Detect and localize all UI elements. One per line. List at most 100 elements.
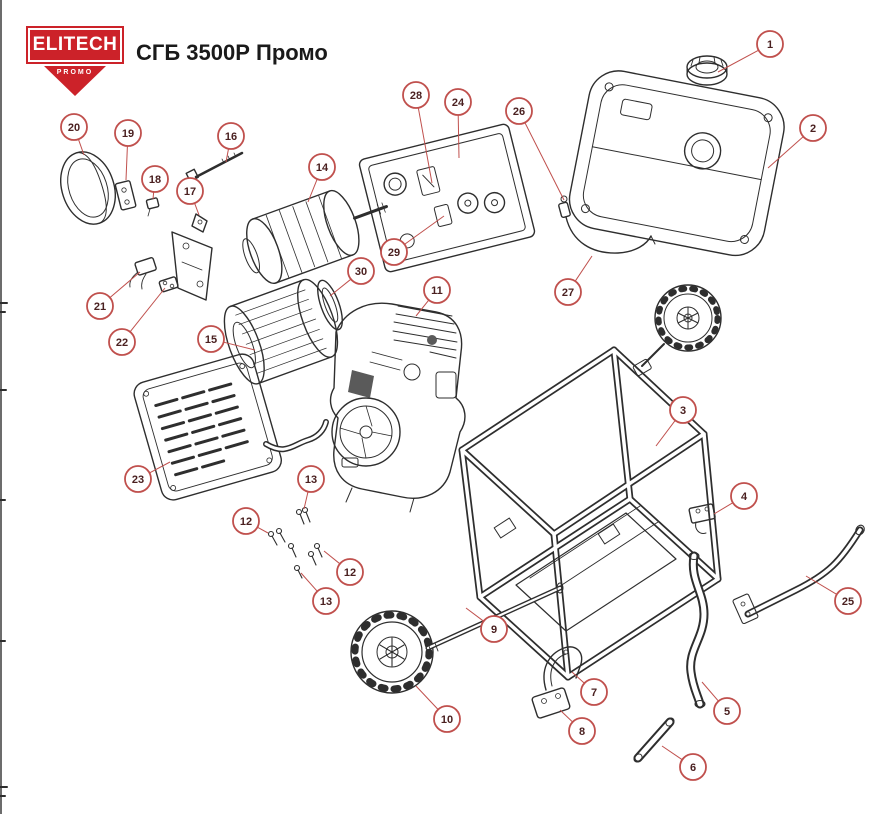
callout-number: 27 — [562, 287, 574, 299]
callout-balloon — [308, 153, 336, 181]
callout-leader-line — [257, 526, 269, 534]
callout-balloon — [580, 678, 608, 706]
callout-number: 22 — [116, 337, 128, 349]
alternator-drawing — [242, 189, 388, 285]
brand-chevron-icon: PROMO — [44, 66, 106, 96]
header: ELITECH PROMO СГБ 3500Р Промо — [26, 26, 328, 96]
fasteners-drawing — [267, 506, 323, 579]
callout-leader-line — [713, 502, 734, 515]
callout-number: 30 — [355, 266, 367, 278]
callout-number: 26 — [513, 106, 525, 118]
callout-24: 24 — [444, 88, 472, 159]
frame-drawing — [458, 346, 722, 681]
callout-number: 12 — [240, 516, 252, 528]
callout-number: 14 — [316, 162, 329, 174]
callout-28: 28 — [402, 81, 433, 184]
callout-leader-line — [661, 745, 683, 761]
callout-balloon — [505, 97, 533, 125]
callout-number: 11 — [431, 285, 443, 297]
callout-balloon — [114, 119, 142, 147]
callout-27: 27 — [554, 255, 593, 306]
callout-balloon — [124, 465, 152, 493]
pipe-end-drawing — [633, 717, 675, 763]
callout-number: 6 — [690, 762, 696, 774]
callout-16: 16 — [217, 122, 245, 163]
callout-balloon — [679, 753, 707, 781]
callout-leader-line — [300, 572, 318, 592]
callout-balloon — [347, 257, 375, 285]
handle-drawing — [732, 524, 865, 625]
callout-20: 20 — [60, 113, 88, 156]
callout-balloon — [380, 238, 408, 266]
callout-29: 29 — [380, 215, 445, 266]
bracket-8-drawing — [531, 687, 571, 719]
callout-leader-line — [307, 178, 318, 203]
callout-leader-line — [415, 685, 439, 710]
callout-balloon — [669, 396, 697, 424]
callout-balloon — [756, 30, 784, 58]
callout-number: 13 — [305, 474, 317, 486]
callout-balloon — [60, 113, 88, 141]
callout-balloon — [799, 114, 827, 142]
callout-leader-line — [323, 550, 341, 565]
callout-6: 6 — [661, 745, 707, 781]
callout-leader-line — [574, 255, 593, 282]
callout-15: 15 — [197, 325, 256, 353]
callout-leader-line — [465, 607, 484, 622]
callout-leader-line — [524, 122, 565, 201]
callout-leader-line — [194, 203, 200, 216]
callout-8: 8 — [559, 709, 596, 745]
callout-21: 21 — [86, 271, 141, 320]
brand-name: ELITECH — [26, 26, 124, 64]
muffler-pipe-drawing — [263, 419, 329, 453]
callout-12: 12 — [232, 507, 269, 535]
callout-13: 13 — [300, 572, 340, 615]
callout-balloon — [568, 717, 596, 745]
callout-9: 9 — [465, 607, 508, 643]
callout-leader-line — [571, 671, 585, 684]
callout-18: 18 — [141, 165, 169, 200]
rotor-ring-drawing — [317, 279, 343, 331]
callout-balloon — [480, 615, 508, 643]
callout-14: 14 — [307, 153, 336, 203]
callout-number: 1 — [767, 39, 773, 51]
callout-leader-line — [404, 215, 445, 245]
callout-number: 19 — [122, 128, 134, 140]
callout-balloon — [217, 122, 245, 150]
callout-number: 20 — [68, 122, 80, 134]
callout-23: 23 — [124, 461, 171, 493]
bracket-7-drawing — [543, 646, 583, 691]
callout-leader-line — [77, 139, 85, 156]
control-panel-drawing — [358, 123, 536, 273]
callout-leader-line — [805, 575, 838, 595]
callout-number: 21 — [94, 301, 106, 313]
end-cover-drawing — [60, 151, 116, 225]
brand-subtitle: PROMO — [56, 69, 94, 76]
callout-leader-line — [149, 461, 171, 474]
callout-balloon — [141, 165, 169, 193]
callout-25: 25 — [805, 575, 862, 615]
callout-leader-line — [303, 491, 309, 510]
callout-leader-line — [152, 191, 155, 200]
callout-balloon — [433, 705, 461, 733]
callout-number: 29 — [388, 247, 400, 259]
callout-balloon — [232, 507, 260, 535]
callout-number: 17 — [184, 186, 196, 198]
callout-balloon — [423, 276, 451, 304]
callout-number: 12 — [344, 567, 356, 579]
callout-leader-line — [415, 299, 430, 317]
callout-17: 17 — [176, 177, 204, 216]
callout-leader-line — [767, 136, 804, 169]
callout-balloon — [713, 697, 741, 725]
callout-number: 7 — [591, 687, 597, 699]
callout-leader-line — [329, 278, 352, 297]
fuel-tank-drawing — [568, 70, 785, 257]
callout-leader-line — [417, 107, 433, 184]
callout-balloon — [554, 278, 582, 306]
callout-2: 2 — [767, 114, 827, 169]
frame-wheel-drawing — [632, 284, 722, 376]
callout-number: 28 — [410, 90, 422, 102]
callout-number: 15 — [205, 334, 217, 346]
callout-number: 9 — [491, 624, 497, 636]
